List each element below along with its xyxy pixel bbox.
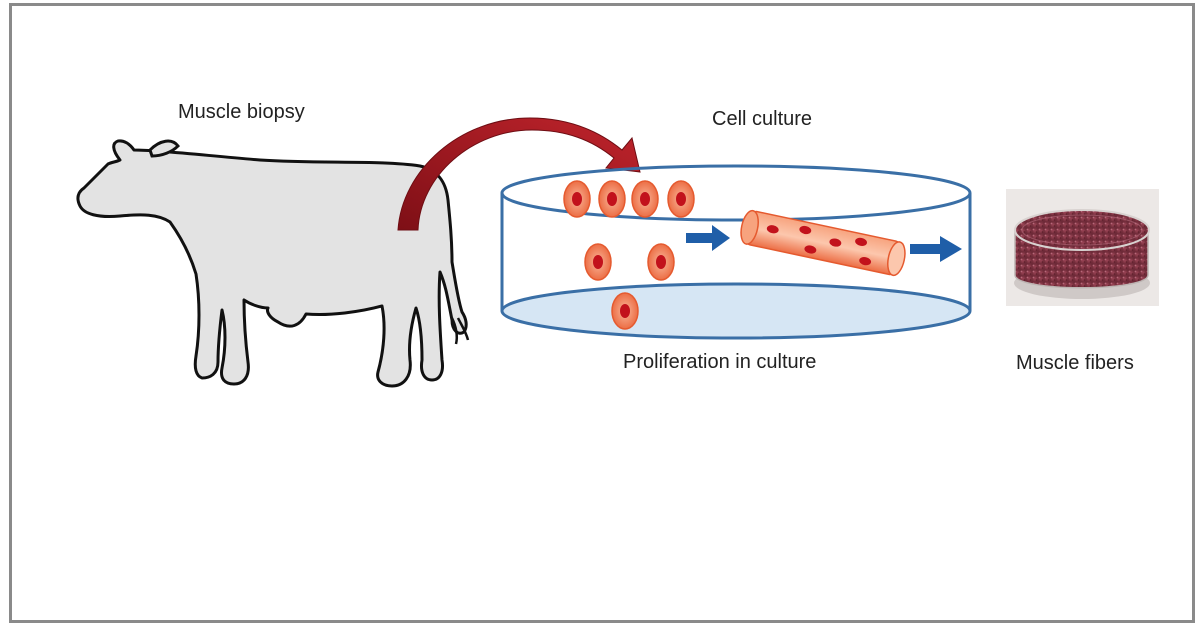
cell — [585, 244, 611, 280]
cell — [564, 181, 590, 217]
cell — [668, 181, 694, 217]
proliferation-label: Proliferation in culture — [623, 351, 816, 374]
cell — [632, 181, 658, 217]
process-arrow-icon — [910, 236, 962, 262]
cell — [599, 181, 625, 217]
cow-silhouette-icon — [78, 141, 468, 386]
muscle-biopsy-label: Muscle biopsy — [178, 101, 305, 124]
meat-dish-icon — [1006, 189, 1159, 306]
muscle-fibers-label: Muscle fibers — [1016, 352, 1134, 375]
cell-culture-label: Cell culture — [712, 108, 812, 131]
process-arrow-icon — [686, 225, 730, 251]
cell — [612, 293, 638, 329]
cell — [648, 244, 674, 280]
